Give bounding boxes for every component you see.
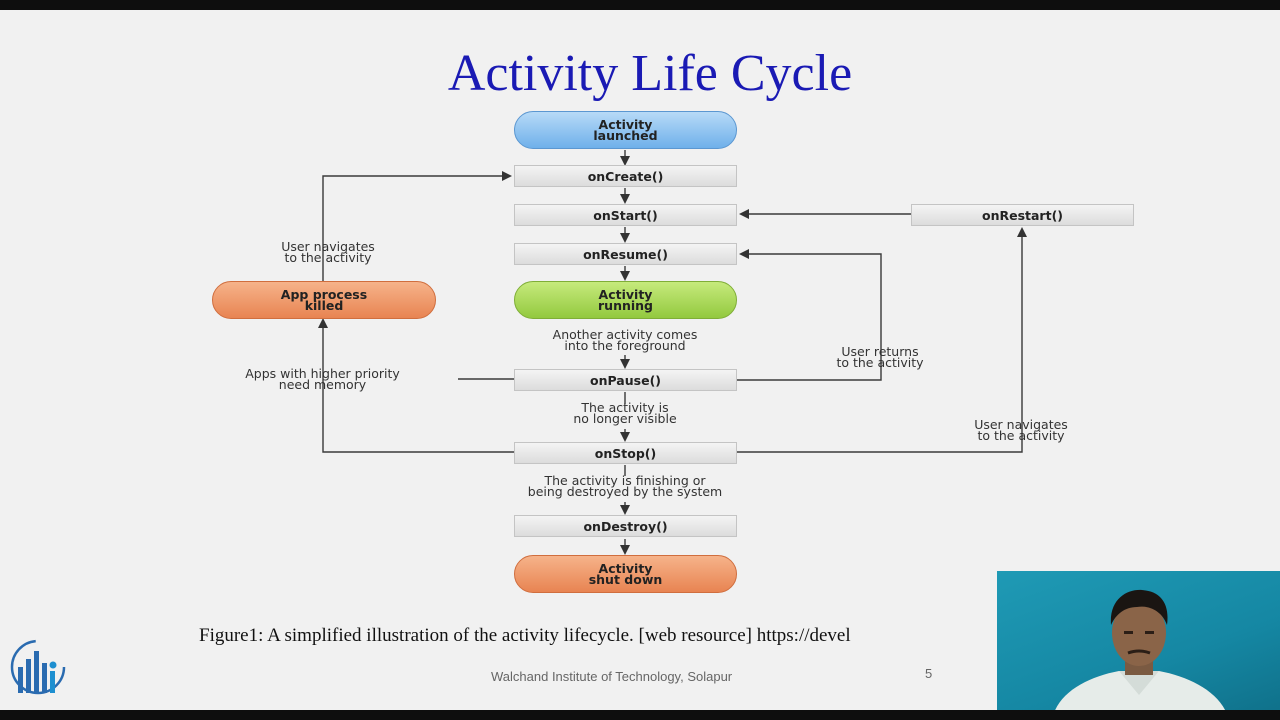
on-create-node: onCreate() <box>514 165 737 187</box>
app-process-killed-node: App process killed <box>212 281 436 319</box>
label-finishing: The activity is finishing or being destr… <box>527 473 723 499</box>
on-restart-node: onRestart() <box>911 204 1134 226</box>
activity-running-node: Activity running <box>514 281 737 319</box>
label-user-returns: User returns to the activity <box>836 344 924 370</box>
arrow-pause-resume <box>736 249 882 381</box>
label-user-navigates-left: User navigates to the activity <box>281 239 375 265</box>
figure-caption: Figure1: A simplified illustration of th… <box>199 625 851 646</box>
label-user-navigates-right: User navigates to the activity <box>974 417 1068 443</box>
label-apps-higher-priority: Apps with higher priority need memory <box>245 366 400 392</box>
arrow-stop-restart <box>736 227 1027 453</box>
slide: Activity Life Cycle <box>0 10 1280 710</box>
on-stop-node: onStop() <box>514 442 737 464</box>
on-destroy-node: onDestroy() <box>514 515 737 537</box>
on-resume-node: onResume() <box>514 243 737 265</box>
presenter-video <box>997 571 1280 710</box>
presenter-figure <box>1055 589 1225 710</box>
slide-title: Activity Life Cycle <box>447 45 853 102</box>
footer-institute: Walchand Institute of Technology, Solapu… <box>491 669 733 684</box>
label-another-activity: Another activity comes into the foregrou… <box>552 327 698 353</box>
activity-launched-node: Activity launched <box>514 111 737 149</box>
label-no-longer-visible: The activity is no longer visible <box>573 400 677 426</box>
arrow-killed-create <box>322 171 512 282</box>
lifecycle-connectors <box>318 150 1027 555</box>
page-number: 5 <box>925 666 933 681</box>
on-pause-node: onPause() <box>514 369 737 391</box>
arrow-stop-killed <box>318 318 514 453</box>
activity-shut-down-node: Activity shut down <box>514 555 737 593</box>
on-start-node: onStart() <box>514 204 737 226</box>
institute-logo-icon <box>10 639 66 695</box>
